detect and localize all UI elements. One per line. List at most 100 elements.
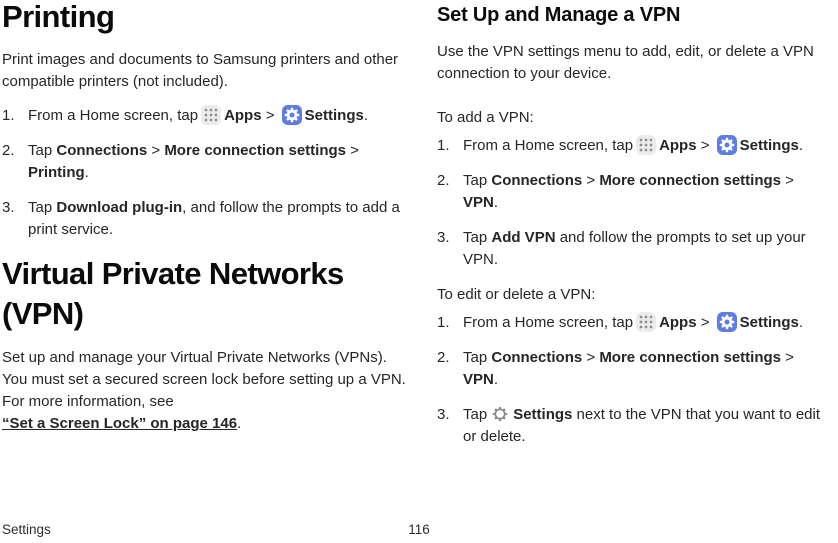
list-item-number: 1. [2, 107, 15, 124]
text-segment: From a Home screen, tap [463, 314, 634, 331]
text-segment: . [493, 194, 499, 211]
apps-icon [636, 312, 657, 332]
list-item: 3. Tap Settings next to the VPN that you w… [437, 404, 838, 448]
text-segment: > [261, 107, 279, 124]
list-intro-add-vpn: To add a VPN: [437, 109, 534, 126]
list-item: 1. From a Home screen, tap Apps > Settings… [2, 105, 406, 127]
list-item: 3. Tap Add VPN and follow the prompts to … [437, 227, 838, 271]
list-item-number: 3. [437, 406, 450, 423]
list-item-text: From a Home screen, tap Apps > Settings. [463, 135, 821, 157]
list-item: 1. From a Home screen, tap Apps > Settings… [437, 312, 838, 334]
text-segment: Use the VPN settings menu to add, edit, … [437, 43, 814, 82]
bold-text-segment: Settings [513, 406, 573, 423]
list-item-number: 3. [2, 199, 15, 216]
bold-text-segment: Apps [659, 314, 697, 331]
settings-app-icon [281, 105, 302, 125]
text-segment: Tap [463, 172, 492, 189]
settings-gear-outline-icon [490, 404, 510, 424]
list-item-text: Tap Download plug-in, and follow the pro… [28, 197, 406, 241]
list-item-number: 1. [437, 314, 450, 331]
list-item-number: 3. [437, 229, 450, 246]
text-segment: Tap [463, 349, 492, 366]
paragraph: Set up and manage your Virtual Private N… [2, 347, 406, 435]
bold-text-segment: VPN [463, 371, 494, 388]
text-segment: and follow the prompts to set up your VP… [463, 229, 806, 268]
text-segment: From a Home screen, tap [463, 137, 634, 154]
bold-text-segment: Settings [739, 137, 799, 154]
chapter-heading-vpn: Virtual Private Networks (VPN) [2, 256, 344, 331]
text-segment: Set up and manage your Virtual Private N… [2, 349, 406, 410]
bold-text-segment: More connection settings [599, 172, 781, 189]
text-segment: Print images and documents to Samsung pr… [2, 51, 399, 90]
list-item-number: 1. [437, 137, 450, 154]
text-segment: > [781, 349, 794, 366]
text-segment: . [237, 415, 242, 432]
list-item: 3. Tap Download plug-in, and follow the p… [2, 197, 406, 241]
text-segment: , and follow the prompts to add a print … [28, 199, 400, 238]
settings-app-icon [716, 312, 737, 332]
list-item-text: From a Home screen, tap Apps > Settings. [28, 105, 406, 127]
numbered-list: 1. From a Home screen, tap Apps > Settings… [437, 135, 838, 271]
bold-text-segment: Apps [659, 137, 697, 154]
bold-text-segment: VPN [463, 194, 494, 211]
bold-text-segment: More connection settings [599, 349, 781, 366]
bold-text-segment: Connections [56, 142, 148, 159]
right-column: Set Up and Manage a VPN Use the VPN setti… [437, 2, 838, 461]
text-segment: > [147, 142, 165, 159]
list-item: 2. Tap Connections > More connection sett… [2, 140, 406, 184]
text-segment: . [84, 164, 89, 181]
text-segment: . [798, 314, 804, 331]
text-segment: > [696, 137, 714, 154]
page-footer: Settings 116 [0, 522, 838, 542]
list-item-text: Tap Connections > More connection settin… [463, 347, 821, 391]
chapter-heading-printing: Printing [2, 0, 115, 34]
bold-text-segment: Download plug-in [56, 199, 183, 216]
text-segment: Tap [28, 199, 57, 216]
text-segment: . [493, 371, 499, 388]
paragraph: Print images and documents to Samsung pr… [2, 49, 406, 93]
text-segment: Tap [463, 406, 488, 423]
settings-app-icon [716, 135, 737, 155]
text-segment: . [363, 107, 369, 124]
list-item-text: Tap Add VPN and follow the prompts to se… [463, 227, 821, 271]
list-item-text: Tap Connections > More connection settin… [28, 140, 406, 184]
list-item-number: 2. [2, 142, 15, 159]
bold-text-segment: Printing [28, 164, 85, 181]
section-heading-setup-vpn: Set Up and Manage a VPN [437, 4, 681, 26]
text-segment: next to the VPN that you want to edit or… [463, 406, 821, 445]
text-segment: From a Home screen, tap [28, 107, 199, 124]
footer-section-label: Settings [2, 522, 51, 537]
list-item-number: 2. [437, 349, 450, 366]
list-item-text: Tap Connections > More connection settin… [463, 170, 821, 214]
apps-icon [201, 105, 222, 125]
bold-text-segment: Settings [739, 314, 799, 331]
list-item-number: 2. [437, 172, 450, 189]
list-item: 1. From a Home screen, tap Apps > Settings… [437, 135, 838, 157]
numbered-list: 1. From a Home screen, tap Apps > Settings… [2, 105, 406, 241]
text-segment: > [346, 142, 359, 159]
text-segment: Tap [463, 229, 492, 246]
list-item: 2. Tap Connections > More connection sett… [437, 170, 838, 214]
paragraph: Use the VPN settings menu to add, edit, … [437, 41, 838, 85]
bold-text-segment: Settings [304, 107, 364, 124]
list-item-text: From a Home screen, tap Apps > Settings. [463, 312, 821, 334]
numbered-list: 1. From a Home screen, tap Apps > Settings… [437, 312, 838, 448]
text-segment: . [798, 137, 804, 154]
bold-text-segment: Connections [491, 349, 583, 366]
bold-text-segment: Add VPN [491, 229, 556, 246]
text-segment: > [696, 314, 714, 331]
apps-icon [636, 135, 657, 155]
text-segment: > [582, 349, 600, 366]
list-item: 2. Tap Connections > More connection sett… [437, 347, 838, 391]
text-segment: > [582, 172, 600, 189]
cross-reference-link[interactable]: “Set a Screen Lock” on page 146 [2, 415, 238, 432]
footer-page-number: 116 [408, 522, 430, 537]
text-segment: Tap [28, 142, 57, 159]
bold-text-segment: More connection settings [164, 142, 346, 159]
bold-text-segment: Apps [224, 107, 262, 124]
list-intro-edit-delete-vpn: To edit or delete a VPN: [437, 286, 596, 303]
bold-text-segment: Connections [491, 172, 583, 189]
